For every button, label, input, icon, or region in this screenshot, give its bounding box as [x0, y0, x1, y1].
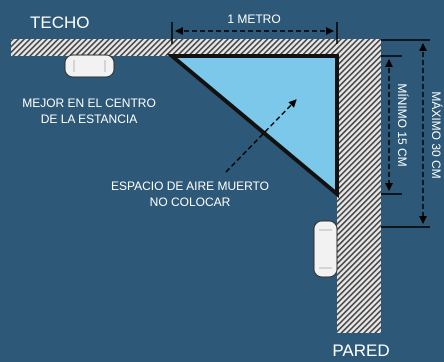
wall-label: PARED: [332, 341, 389, 360]
minimum-label: MÍNIMO 15 CM: [395, 83, 410, 166]
wall: [337, 39, 381, 333]
dead-air-label-line1: ESPACIO DE AIRE MUERTO: [111, 179, 269, 193]
wall-detector-icon: [313, 220, 338, 278]
ceiling-label: TECHO: [30, 13, 90, 32]
ceiling: [11, 39, 375, 56]
maximum-dimension: [381, 39, 430, 228]
distance-label: 1 METRO: [227, 12, 280, 26]
center-note-line1: MEJOR EN EL CENTRO: [22, 96, 156, 110]
dead-air-triangle: [166, 54, 339, 199]
dead-air-label-line2: NO COLOCAR: [150, 195, 231, 209]
maximum-label: MÁXIMO 30 CM: [429, 91, 444, 178]
pointer-arrow-icon: [225, 99, 297, 173]
minimum-dimension: [381, 55, 402, 195]
center-note-line2: DE LA ESTANCIA: [41, 112, 137, 126]
one-metre-dimension: [171, 22, 338, 44]
ceiling-detector-icon: [64, 54, 115, 78]
